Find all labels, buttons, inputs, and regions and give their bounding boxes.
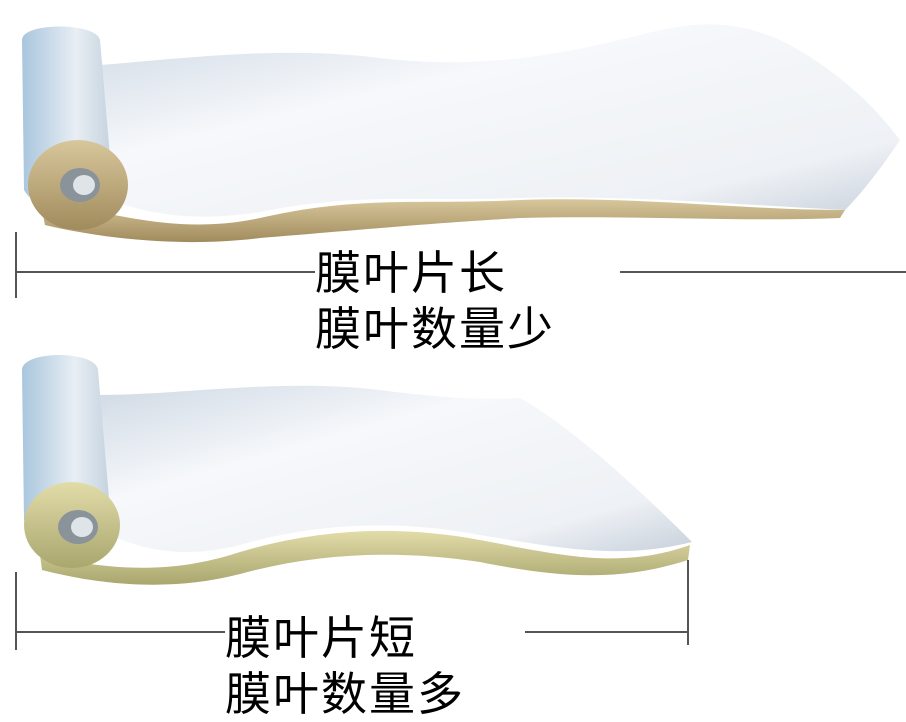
- long-roll-core-hole: [73, 175, 95, 195]
- long-membrane-roll: [22, 24, 900, 242]
- short-membrane-label: 膜叶片短 膜叶数量多: [225, 610, 465, 722]
- long-membrane-label-line2: 膜叶数量少: [315, 301, 555, 357]
- short-membrane-label-line2: 膜叶数量多: [225, 666, 465, 722]
- short-membrane-label-line1: 膜叶片短: [225, 610, 465, 666]
- long-leaf-sheet: [100, 24, 900, 216]
- long-membrane-label: 膜叶片长 膜叶数量少: [315, 245, 555, 357]
- short-membrane-roll: [22, 355, 692, 585]
- short-leaf-sheet: [100, 386, 692, 552]
- long-membrane-label-line1: 膜叶片长: [315, 245, 555, 301]
- short-roll-core-hole: [71, 517, 93, 537]
